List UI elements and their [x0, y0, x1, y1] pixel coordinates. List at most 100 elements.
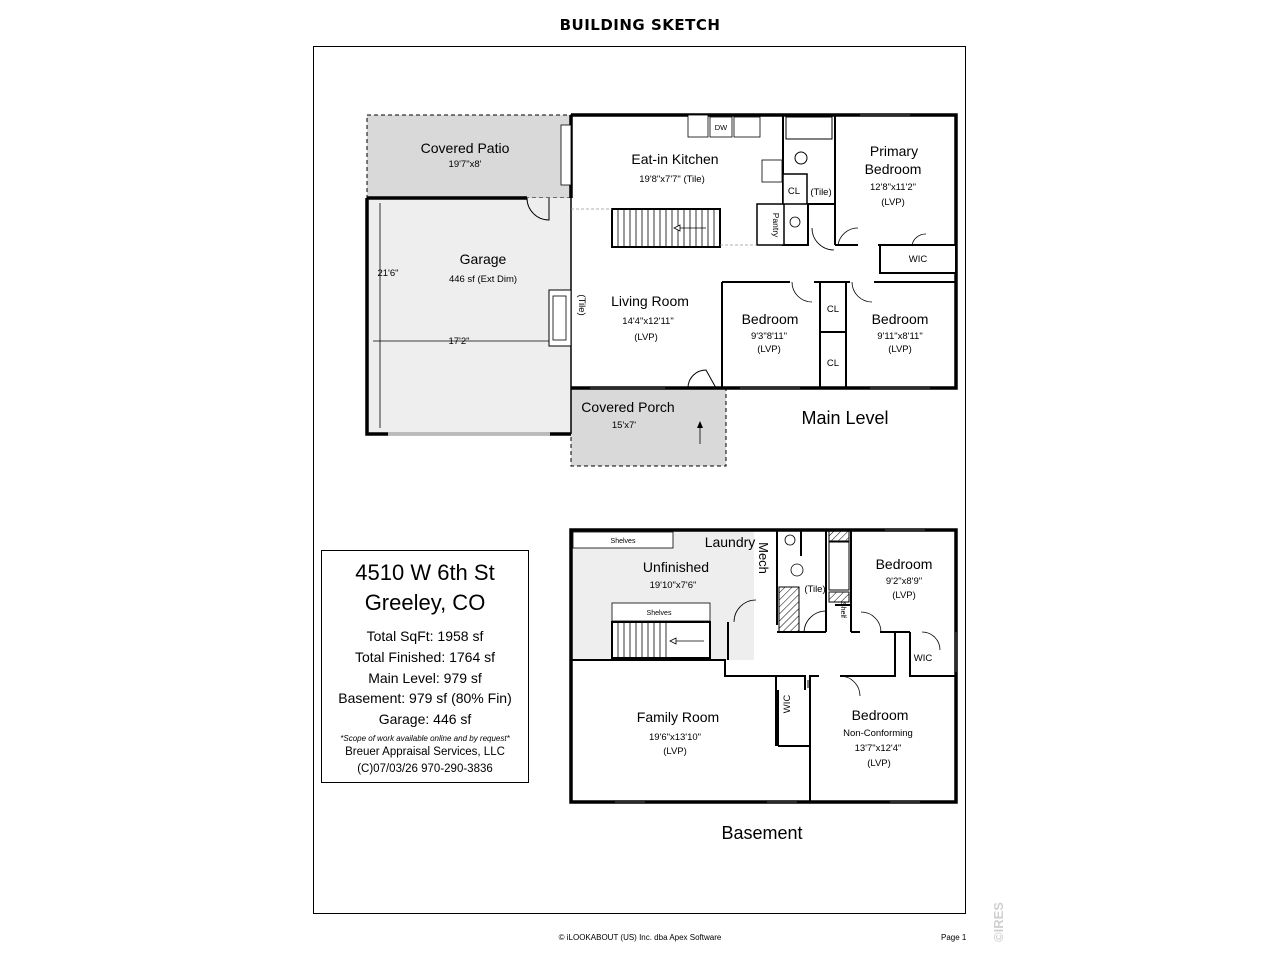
sketch-title: BUILDING SKETCH — [559, 16, 721, 34]
family-room-dims: 19'6"x13'10" — [649, 732, 701, 743]
primary-bedroom-name-1: Primary — [870, 143, 918, 159]
toilet — [794, 151, 808, 165]
unfinished-bottom-wall — [571, 622, 742, 677]
main-level-label: Main Level — [801, 408, 888, 428]
garage-dim-horizontal: 17'2" — [448, 336, 469, 347]
pantry-box — [756, 203, 785, 246]
basement-labels: Shelves Shelves Laundry Mech Unfinished … — [611, 534, 933, 843]
wic-door — [911, 233, 927, 246]
basement-sink — [784, 534, 796, 546]
shelf-label: Shelf — [839, 602, 846, 618]
main-level-plan: Covered Patio 19'7"x8' Garage 446 sf (Ex… — [365, 113, 958, 660]
mech-hatch — [778, 586, 800, 633]
main-level-area: Main Level: 979 sf — [368, 669, 482, 686]
basement-outer-walls — [569, 528, 958, 804]
basement-windows — [615, 529, 957, 803]
total-sqft: Total SqFt: 1958 sf — [366, 628, 484, 644]
primary-bedroom-floor: (LVP) — [881, 197, 905, 208]
bedroom-left-name: Bedroom — [742, 311, 799, 327]
living-room-dims: 14'4"x12'11" — [622, 316, 673, 327]
patio-slider — [560, 124, 572, 186]
covered-patio-name: Covered Patio — [421, 140, 510, 156]
dishwasher — [709, 116, 733, 138]
closet-b-label: CL — [827, 358, 839, 369]
unfinished-name: Unfinished — [643, 559, 709, 575]
kitchen-sink — [733, 116, 761, 138]
garage-area — [367, 198, 571, 434]
primary-wic-box — [879, 244, 957, 274]
main-level-labels: Covered Patio 19'7"x8' Garage 446 sf (Ex… — [377, 123, 928, 431]
covered-porch-dims: 15'x7' — [612, 420, 636, 431]
bath-hatch-1 — [828, 530, 850, 542]
bath-sink — [789, 216, 801, 228]
basement-bedroom2-floor: (LVP) — [867, 758, 891, 769]
bedroom-right-door — [851, 281, 873, 303]
watermark-text: ©IRES — [991, 902, 1006, 942]
primary-bedroom-dims: 12'8"x11'2" — [870, 182, 916, 193]
basement-wic-left-label: WIC — [782, 695, 793, 714]
bath-lower-wall — [784, 203, 835, 246]
laundry-label: Laundry — [705, 534, 756, 550]
basement-bath-door — [803, 610, 827, 634]
shelves-mid-label: Shelves — [647, 610, 672, 617]
bath-floor-label: (Tile) — [810, 187, 831, 198]
living-room-floor: (LVP) — [634, 332, 658, 343]
kitchen-counter — [687, 114, 709, 138]
family-room-floor: (LVP) — [663, 746, 687, 757]
main-windows — [590, 114, 930, 389]
covered-porch-name: Covered Porch — [581, 399, 674, 415]
basement-toilet — [790, 563, 804, 577]
company-contact: (C)07/03/26 970-290-3836 — [357, 762, 493, 775]
basement-bath-walls — [800, 530, 852, 632]
garage-entry-door — [526, 197, 550, 221]
basement-wic-door — [921, 631, 941, 651]
basement-wic-label: WIC — [914, 653, 933, 664]
basement-bedroom1-floor: (LVP) — [892, 590, 916, 601]
address-line-1: 4510 W 6th St — [355, 560, 495, 585]
footer-copyright: © iLOOKABOUT (US) Inc. dba Apex Software — [558, 933, 722, 942]
basement-bathtub — [828, 541, 850, 591]
property-info-box: 4510 W 6th St Greeley, CO Total SqFt: 19… — [321, 550, 529, 783]
total-finished: Total Finished: 1764 sf — [354, 648, 496, 665]
bedroom-right-dims: 9'11"x8'11" — [877, 331, 922, 342]
basement-bedroom1-dims: 9'2"x8'9" — [886, 576, 922, 587]
shelves-top-box — [572, 531, 674, 549]
shelves-top-label: Shelves — [611, 538, 636, 545]
bedroom-left-dims: 9'3"8'11" — [751, 331, 787, 342]
garage-dims: 446 sf (Ext Dim) — [449, 274, 517, 285]
bath-closet-label: CL — [788, 186, 800, 197]
address-line-2: Greeley, CO — [364, 590, 486, 615]
basement-bedroom1-name: Bedroom — [876, 556, 933, 572]
porch-door — [687, 369, 717, 389]
bedroom-left-door — [791, 281, 813, 303]
closet-a-label: CL — [827, 304, 839, 315]
primary-bedroom-name-2: Bedroom — [865, 161, 922, 177]
unfinished-dims: 19'10"x7'6" — [650, 580, 697, 591]
basement-hall-walls — [742, 631, 956, 802]
area-stats: Total SqFt: 1958 sf Total Finished: 1764… — [322, 626, 528, 730]
bedroom-right-walls — [820, 281, 956, 388]
bath-hatch-2 — [828, 591, 850, 603]
bedroom-right-floor: (LVP) — [888, 344, 912, 355]
footer-page-number: Page 1 — [941, 933, 967, 942]
ires-watermark: ©IRES — [991, 902, 1006, 942]
basement-bedroom2-note: Non-Conforming — [843, 728, 913, 739]
basement-bath-floor: (Tile) — [804, 584, 825, 595]
family-room-name: Family Room — [637, 709, 719, 725]
garage-name: Garage — [460, 251, 507, 267]
bedroom-left-floor: (LVP) — [757, 344, 781, 355]
drawing-frame — [313, 46, 966, 914]
primary-wic-label: WIC — [909, 254, 928, 265]
fireplace-inner — [552, 295, 567, 341]
fireplace — [548, 289, 572, 347]
bath-closet — [782, 173, 808, 205]
primary-door-swing — [837, 227, 859, 246]
basement-bedroom1-door — [860, 611, 882, 633]
basement-area: Basement: 979 sf (80% Fin) — [338, 690, 512, 707]
mech-label: Mech — [756, 542, 771, 574]
bath-door-swing — [811, 227, 835, 251]
basement-bedroom2-door — [839, 675, 861, 697]
garage-area-text: Garage: 446 sf — [378, 711, 472, 728]
basement-wic-left-walls — [777, 690, 810, 747]
